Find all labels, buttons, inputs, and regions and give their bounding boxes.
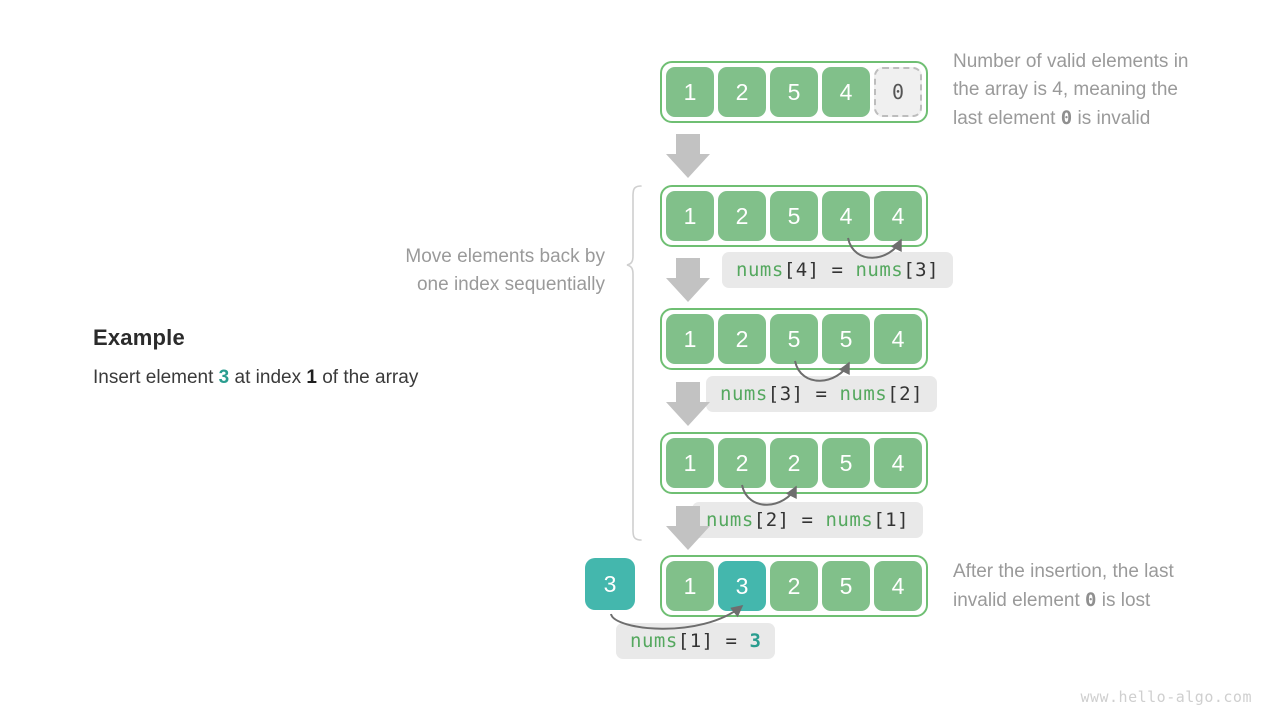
note-line: invalid element (953, 590, 1086, 611)
example-block: Example Insert element 3 at index 1 of t… (93, 325, 563, 389)
array-cell: 2 (718, 67, 766, 117)
down-arrow-icon (666, 258, 710, 302)
array-row-initial: 1 2 5 4 0 (660, 61, 928, 123)
code-fn: nums (839, 383, 888, 405)
code-operator: = (801, 509, 814, 531)
note-move-elements: Move elements back by one index sequenti… (345, 243, 605, 299)
example-desc-value: 3 (218, 367, 230, 388)
array-cell: 4 (874, 314, 922, 364)
note-line: last element (953, 108, 1061, 129)
array-cell: 1 (666, 561, 714, 611)
code-index: [3] (903, 259, 940, 281)
code-fn: nums (825, 509, 874, 531)
note-line: is lost (1096, 590, 1151, 611)
insert-value-box: 3 (585, 558, 635, 610)
array-row-shift-5: 1 2 5 5 4 (660, 308, 928, 370)
array-cell: 1 (666, 438, 714, 488)
code-fn: nums (630, 630, 678, 652)
code-index: [4] (783, 259, 820, 281)
example-desc-middle: at index (229, 367, 307, 388)
array-cell: 1 (666, 191, 714, 241)
array-cell: 4 (822, 191, 870, 241)
array-cell-invalid: 0 (874, 67, 922, 117)
example-description: Insert element 3 at index 1 of the array (93, 367, 563, 389)
code-fn: nums (736, 259, 784, 281)
array-cell: 4 (874, 561, 922, 611)
example-desc-suffix: of the array (316, 367, 419, 388)
note-mono-value: 0 (1085, 589, 1097, 611)
array-cell-inserted: 3 (718, 561, 766, 611)
code-label-nums1: nums[1] = 3 (616, 623, 776, 659)
array-row-shift-2: 1 2 2 5 4 (660, 432, 928, 494)
note-valid-elements: Number of valid elements in the array is… (953, 48, 1263, 133)
array-cell: 5 (770, 191, 818, 241)
array-cell: 2 (770, 438, 818, 488)
array-cell: 4 (874, 191, 922, 241)
grouping-brace (626, 185, 642, 541)
array-cell: 5 (822, 561, 870, 611)
array-row-final: 1 3 2 5 4 (660, 555, 928, 617)
array-cell: 2 (718, 191, 766, 241)
note-line: one index sequentially (416, 274, 605, 295)
note-mono-value: 0 (1060, 107, 1073, 129)
code-index: [1] (873, 509, 910, 531)
note-line: is invalid (1072, 108, 1151, 129)
down-arrow-icon (666, 382, 710, 426)
note-line: After the insertion, the last (953, 561, 1174, 582)
code-operator: = (831, 259, 844, 281)
note-line: the array is 4, meaning the (953, 79, 1178, 100)
array-cell: 4 (874, 438, 922, 488)
note-line: Number of valid elements in (953, 51, 1189, 72)
array-cell: 1 (666, 67, 714, 117)
array-cell: 5 (822, 314, 870, 364)
code-label-nums3: nums[3] = nums[2] (706, 376, 938, 412)
array-cell: 5 (770, 314, 818, 364)
code-label-nums4: nums[4] = nums[3] (722, 252, 954, 288)
code-index: [1] (677, 630, 714, 652)
array-cell: 2 (718, 314, 766, 364)
example-desc-index: 1 (306, 367, 317, 388)
note-after-insertion: After the insertion, the last invalid el… (953, 558, 1263, 615)
code-index: [3] (767, 383, 804, 405)
code-index: [2] (753, 509, 790, 531)
down-arrow-icon (666, 134, 710, 178)
array-cell: 1 (666, 314, 714, 364)
watermark: www.hello-algo.com (1080, 688, 1252, 706)
code-fn: nums (706, 509, 754, 531)
array-cell: 2 (770, 561, 818, 611)
array-row-shift-4: 1 2 5 4 4 (660, 185, 928, 247)
array-cell: 5 (822, 438, 870, 488)
array-cell: 2 (718, 438, 766, 488)
note-line: Move elements back by (405, 246, 605, 267)
code-operator: = (815, 383, 828, 405)
code-operator: = (725, 630, 738, 652)
example-desc-prefix: Insert element (93, 367, 219, 388)
array-cell: 5 (770, 67, 818, 117)
code-fn: nums (720, 383, 768, 405)
code-value: 3 (749, 630, 762, 652)
array-cell: 4 (822, 67, 870, 117)
example-title: Example (93, 325, 185, 350)
code-label-nums2: nums[2] = nums[1] (692, 502, 924, 538)
code-index: [2] (887, 383, 924, 405)
code-fn: nums (855, 259, 904, 281)
